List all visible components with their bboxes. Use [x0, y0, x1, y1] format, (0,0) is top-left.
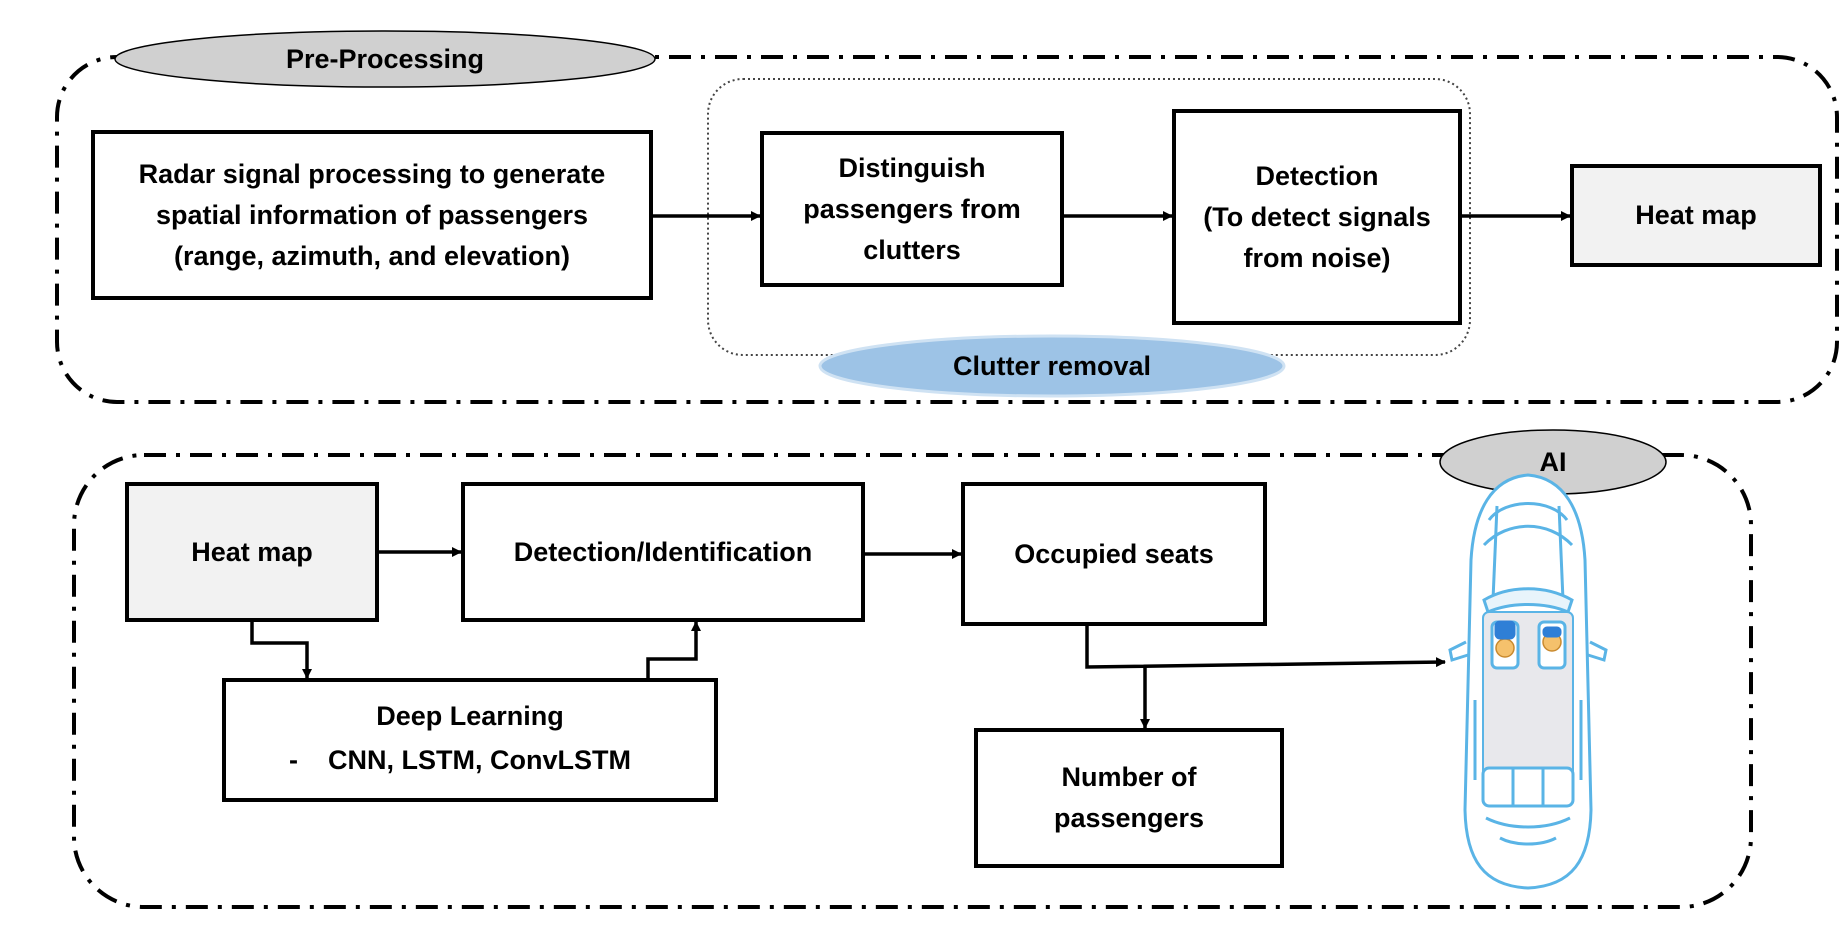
arrow-occupied-to-car	[1085, 624, 1446, 669]
number-of-passengers-text: Number of passengers	[1053, 762, 1205, 833]
deep-learning-box	[222, 678, 718, 802]
occupied-seats-text: Occupied seats	[1014, 538, 1214, 569]
distinguish-text: Distinguish passengers from clutters	[803, 152, 1021, 265]
preprocessing-label: Pre-Processing	[285, 43, 485, 74]
deep-learning-item: - CNN, LSTM, ConvLSTM	[289, 744, 631, 775]
clutter-removal-container	[707, 78, 1471, 356]
distinguish-box	[760, 131, 1064, 287]
occupied-seats-box	[961, 482, 1267, 626]
detection-box	[1172, 109, 1462, 325]
arrow-deeplearning-to-detection	[646, 621, 701, 680]
heatmap-top-text: Heat map	[1635, 200, 1757, 230]
ai-label: AI	[1539, 446, 1567, 477]
detection-text: Detection (To detect signals from noise)	[1203, 160, 1431, 273]
heatmap-bottom-text: Heat map	[191, 536, 313, 567]
radar-signal-text: Radar signal processing to generate spat…	[138, 158, 606, 271]
arrow-heatmap-to-deeplearning	[250, 620, 312, 679]
deep-learning-title: Deep Learning	[376, 700, 564, 731]
car-top-view-icon	[1448, 473, 1608, 890]
preprocessing-group-border	[55, 55, 1839, 404]
ai-group-border	[72, 453, 1753, 909]
clutter-removal-label-oval	[818, 334, 1286, 398]
number-of-passengers-box	[974, 728, 1284, 868]
detection-identification-box	[461, 482, 865, 622]
detection-identification-text: Detection/Identification	[513, 536, 813, 567]
preprocessing-label-oval	[114, 30, 656, 88]
clutter-removal-label: Clutter removal	[952, 350, 1152, 381]
heatmap-box-top	[1570, 164, 1822, 267]
